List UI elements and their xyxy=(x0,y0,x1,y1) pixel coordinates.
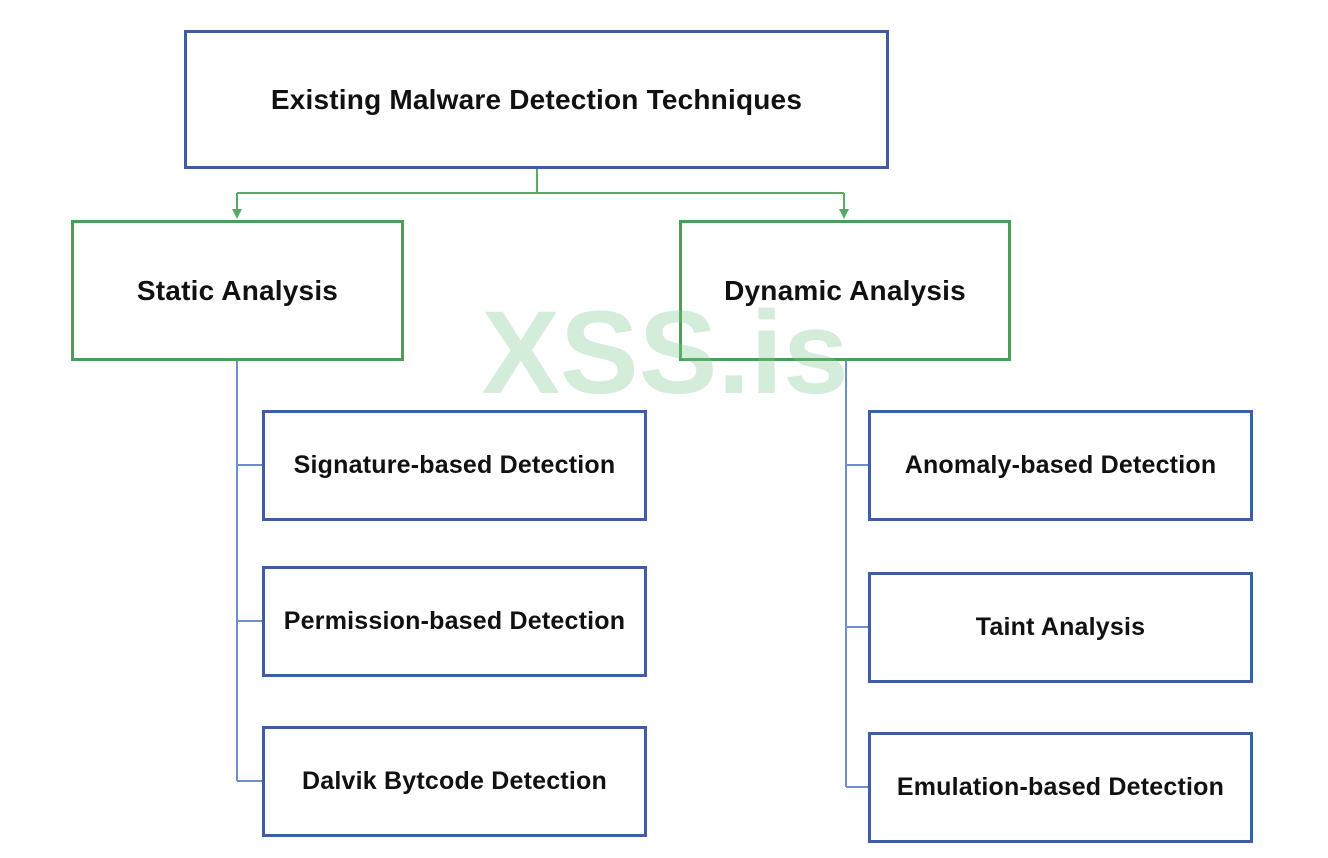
emulation-based-detection-node: Emulation-based Detection xyxy=(868,732,1253,843)
static-analysis-label: Static Analysis xyxy=(136,274,339,306)
signature-based-detection-label: Signature-based Detection xyxy=(293,451,616,479)
signature-based-detection-node: Signature-based Detection xyxy=(262,410,647,521)
permission-based-detection-label: Permission-based Detection xyxy=(283,607,626,635)
permission-based-detection-node: Permission-based Detection xyxy=(262,566,647,677)
anomaly-based-detection-node: Anomaly-based Detection xyxy=(868,410,1253,521)
dynamic-analysis-label: Dynamic Analysis xyxy=(724,274,966,306)
dalvik-bytcode-detection-label: Dalvik Bytcode Detection xyxy=(302,767,607,795)
taint-analysis-label: Taint Analysis xyxy=(975,613,1146,641)
taint-analysis-node: Taint Analysis xyxy=(868,572,1253,683)
dynamic-analysis-node: Dynamic Analysis xyxy=(679,220,1011,361)
root-node-label: Existing Malware Detection Techniques xyxy=(270,83,803,115)
root-node: Existing Malware Detection Techniques xyxy=(184,30,889,169)
anomaly-based-detection-label: Anomaly-based Detection xyxy=(904,451,1217,479)
static-analysis-node: Static Analysis xyxy=(71,220,404,361)
dalvik-bytcode-detection-node: Dalvik Bytcode Detection xyxy=(262,726,647,837)
emulation-based-detection-label: Emulation-based Detection xyxy=(896,773,1225,801)
